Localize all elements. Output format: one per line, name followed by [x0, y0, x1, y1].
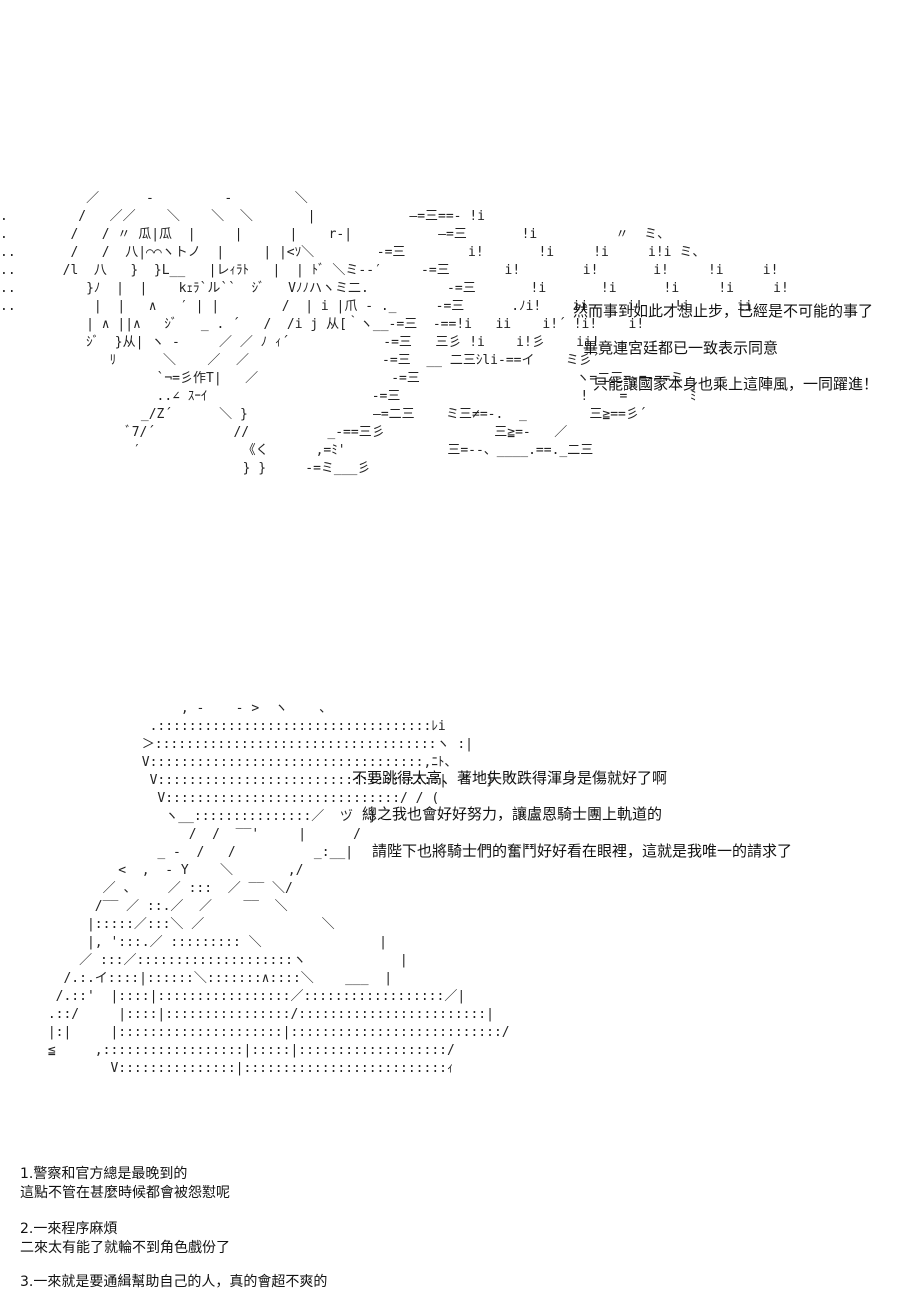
dialog-line: 然而事到如此才想止步，已經是不可能的事了 — [573, 302, 874, 320]
dialog-line: 請陛下也將騎士們的奮鬥好好看在眼裡，這就是我唯一的請求了 — [372, 842, 793, 860]
ascii-art-figure-1: ／ - - ＼ . / ／／ ＼ ＼ ＼ | ―=三==‐ !i . / / 〃… — [0, 191, 789, 476]
dialog-line: 畢竟連宮廷都已一致表示同意 — [583, 339, 779, 357]
dialog-line: 不要跳得太高、著地失敗跌得渾身是傷就好了啊 — [352, 769, 668, 787]
note-line: 3.一來就是要通緝幫助自己的人，真的會超不爽的 — [20, 1274, 328, 1290]
dialog-line: 只能讓國家本身也乘上這陣風，一同躍進！ — [593, 375, 879, 393]
note-line: 1.警察和官方總是最晚到的 — [20, 1166, 188, 1182]
ascii-art-figure-2: , - - > ヽ 、 .:::::::::::::::::::::::::::… — [47, 701, 510, 1076]
note-line: 這點不管在甚麼時候都會被怨懟呢 — [20, 1185, 230, 1201]
note-line: 二來太有能了就輪不到角色戲份了 — [20, 1240, 230, 1256]
note-line: 2.一來程序麻煩 — [20, 1221, 118, 1237]
dialog-line: 總之我也會好好努力，讓盧恩騎士團上軌道的 — [362, 805, 663, 823]
